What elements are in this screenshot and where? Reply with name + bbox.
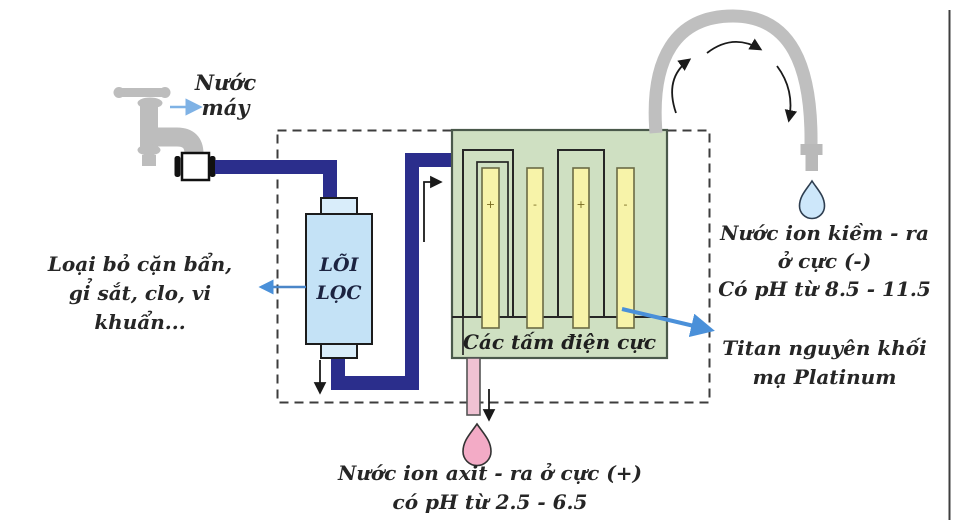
alkaline-line-1: Nước ion kiềm - ra bbox=[720, 221, 929, 245]
alkaline-drop-icon bbox=[798, 179, 826, 220]
faucet-icon bbox=[113, 87, 216, 182]
filter-core-line-1: LÕI bbox=[319, 254, 359, 276]
acid-outlet-tube bbox=[466, 357, 481, 416]
hose-flow-arrow-up bbox=[671, 58, 692, 114]
alkaline-ph-range: Có pH từ 8.5 - 11.5 bbox=[718, 277, 931, 301]
faucet-handle-knob-left bbox=[113, 87, 125, 98]
electrode-plate-4 bbox=[616, 167, 635, 329]
filter-benefit-line-3: khuẩn... bbox=[94, 310, 186, 334]
electrode-plates-label: Các tấm điện cực bbox=[462, 330, 657, 354]
tap-water-label: Nước máy bbox=[178, 70, 273, 120]
acid-output-label: Nước ion axit - ra ở cực (+) có pH từ 2.… bbox=[325, 459, 655, 517]
faucet-handle bbox=[119, 88, 165, 97]
plate-4-polarity: - bbox=[624, 198, 628, 211]
electrode-material-line-1: Titan nguyên khối bbox=[722, 336, 927, 360]
filter-cap-bottom bbox=[320, 343, 358, 359]
filter-benefit-label: Loại bỏ cặn bẩn, gỉ sắt, clo, vi khuẩn..… bbox=[35, 250, 245, 337]
electrode-material-line-2: mạ Platinum bbox=[752, 365, 897, 389]
acid-ph-range: có pH từ 2.5 - 6.5 bbox=[392, 490, 588, 514]
tap-water-line-2: máy bbox=[201, 95, 250, 120]
electrode-material-label: Titan nguyên khối mạ Platinum bbox=[712, 334, 937, 392]
acid-drop-icon bbox=[462, 422, 492, 467]
electrode-plate-1 bbox=[481, 167, 500, 329]
electrolysis-chamber-icon: + - + - bbox=[450, 128, 669, 360]
faucet-body bbox=[140, 104, 158, 148]
electrode-plate-2 bbox=[526, 167, 544, 329]
plate-3-polarity: + bbox=[576, 198, 585, 211]
filter-core-line-2: LỌC bbox=[316, 282, 362, 304]
filter-to-chamber-pipe bbox=[331, 153, 452, 390]
faucet-base bbox=[142, 155, 156, 166]
acid-line-1: Nước ion axit - ra ở cực (+) bbox=[338, 461, 642, 485]
plate-2-polarity: - bbox=[533, 198, 537, 211]
water-filter-icon bbox=[305, 197, 373, 359]
alkaline-output-label: Nước ion kiềm - ra ở cực (-) Có pH từ 8.… bbox=[712, 219, 937, 303]
tap-water-line-1: Nước bbox=[194, 70, 257, 95]
filter-benefit-line-2: gỉ sắt, clo, vi bbox=[68, 281, 212, 305]
inlet-pipe bbox=[215, 160, 337, 199]
connector-flange-right bbox=[209, 156, 216, 177]
connector-flange-left bbox=[174, 156, 181, 177]
hose-flow-arrow-over bbox=[706, 38, 763, 54]
faucet-handle-knob-right bbox=[159, 87, 171, 98]
faucet-collar-bottom bbox=[137, 144, 161, 156]
hose-nozzle-collar bbox=[800, 144, 823, 155]
filter-core-label: LÕI LỌC bbox=[306, 251, 372, 307]
alkaline-line-2: ở cực (-) bbox=[777, 249, 872, 273]
electrode-plate-3 bbox=[572, 167, 590, 329]
filter-cap-top bbox=[320, 197, 358, 215]
chamber-inlet-flow-arrow bbox=[423, 175, 443, 242]
faucet-connector bbox=[180, 151, 211, 182]
plate-1-polarity: + bbox=[486, 198, 495, 211]
hose-flow-arrow-down bbox=[776, 65, 798, 123]
hose-arc-icon bbox=[648, 9, 818, 146]
filter-body bbox=[305, 213, 373, 345]
electrode-material-arrow bbox=[621, 307, 715, 338]
filter-benefit-line-1: Loại bỏ cặn bẩn, bbox=[47, 252, 233, 276]
hose-nozzle-tip bbox=[805, 155, 818, 171]
